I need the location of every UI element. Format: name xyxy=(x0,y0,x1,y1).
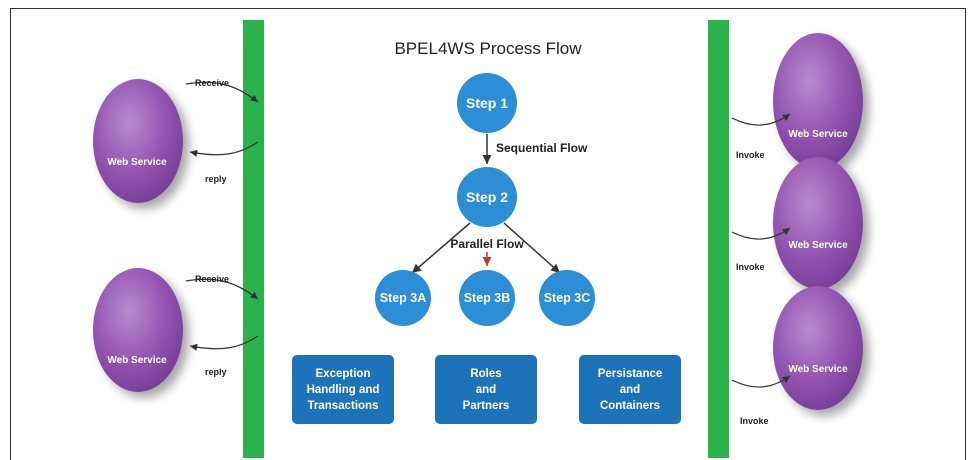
left-receive-arrow-1 xyxy=(185,81,259,103)
parallel-flow-label: Parallel Flow xyxy=(450,237,524,251)
step-3b-label: Step 3B xyxy=(464,291,511,305)
step-2-node: Step 2 xyxy=(457,167,517,227)
left-receive-arrow-2 xyxy=(185,278,259,300)
left-receive-label-1: Receive xyxy=(195,78,229,88)
persistence-containers-box: Persistance and Containers xyxy=(579,355,681,424)
left-process-bar xyxy=(243,20,264,458)
right-invoke-arrow-2 xyxy=(731,227,791,240)
left-web-service-1: Web Service xyxy=(93,79,183,203)
step-3b-node: Step 3B xyxy=(459,270,515,326)
diagram-title: BPEL4WS Process Flow xyxy=(394,39,582,58)
right-web-service-2: Web Service xyxy=(773,157,863,289)
step-3c-label: Step 3C xyxy=(544,291,591,305)
roles-box-line-2: and xyxy=(476,384,496,396)
persistence-box-line-1: Persistance xyxy=(598,368,663,380)
exception-box-line-2: Handling and xyxy=(307,384,380,396)
left-receive-label-2: Receive xyxy=(195,274,229,284)
right-invoke-label-1: Invoke xyxy=(736,150,765,160)
step-1-label: Step 1 xyxy=(466,95,508,111)
roles-box-line-1: Roles xyxy=(470,368,501,380)
left-web-service-1-label: Web Service xyxy=(107,157,167,168)
left-reply-arrow-1 xyxy=(189,141,259,157)
step-1-node: Step 1 xyxy=(457,73,517,133)
step-3a-node: Step 3A xyxy=(375,270,431,326)
step-2-label: Step 2 xyxy=(466,189,508,205)
persistence-box-line-2: and xyxy=(620,384,640,396)
step-3a-label: Step 3A xyxy=(380,291,427,305)
exception-box-line-1: Exception xyxy=(316,368,371,380)
left-reply-label-1: reply xyxy=(205,174,227,184)
left-web-service-2-label: Web Service xyxy=(107,355,167,366)
parallel-arrow-3a xyxy=(411,222,471,274)
right-web-service-2-label: Web Service xyxy=(788,240,848,251)
parallel-arrow-3c xyxy=(503,222,561,274)
right-web-service-3-label: Web Service xyxy=(788,364,848,375)
right-process-bar xyxy=(708,20,729,458)
sequential-flow-label: Sequential Flow xyxy=(496,141,588,155)
left-reply-label-2: reply xyxy=(205,367,227,377)
persistence-box-line-3: Containers xyxy=(600,400,660,412)
exception-handling-box: Exception Handling and Transactions xyxy=(292,355,394,424)
right-invoke-label-3: Invoke xyxy=(740,416,769,426)
exception-box-line-3: Transactions xyxy=(308,400,379,412)
roles-partners-box: Roles and Partners xyxy=(435,355,537,424)
step-3c-node: Step 3C xyxy=(539,270,595,326)
left-web-service-2: Web Service xyxy=(93,268,183,392)
roles-box-line-3: Partners xyxy=(463,400,510,412)
right-invoke-label-2: Invoke xyxy=(736,262,765,272)
right-invoke-arrow-3 xyxy=(731,375,791,388)
diagram-frame xyxy=(10,8,966,460)
right-web-service-1: Web Service xyxy=(773,33,863,169)
right-web-service-3: Web Service xyxy=(773,286,863,410)
right-web-service-1-label: Web Service xyxy=(788,129,848,140)
right-invoke-arrow-1 xyxy=(731,113,791,126)
left-reply-arrow-2 xyxy=(189,335,259,351)
